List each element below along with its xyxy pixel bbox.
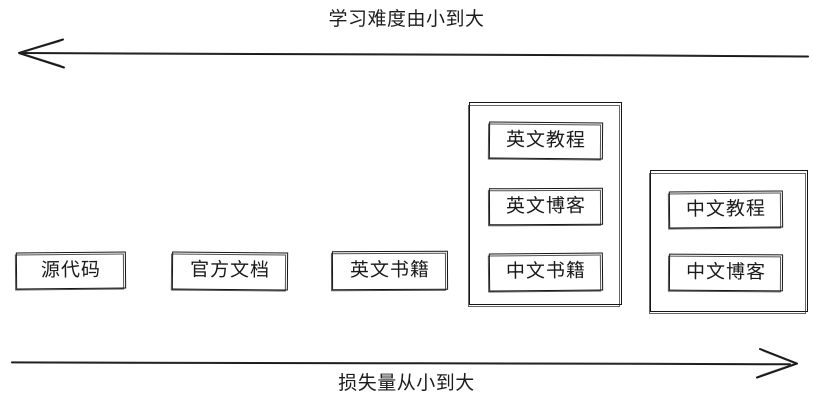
loss-axis-label: 损失量从小到大: [338, 373, 475, 394]
node-english-tutorial[interactable]: 英文教程: [488, 121, 604, 160]
node-label: 英文书籍: [349, 259, 431, 281]
node-source-code[interactable]: 源代码: [15, 251, 127, 290]
difficulty-axis-label: 学习难度由小到大: [328, 9, 485, 30]
node-english-books[interactable]: 英文书籍: [331, 250, 449, 291]
group-chinese-resources[interactable]: 中文教程 中文博客: [648, 170, 808, 314]
node-label: 官方文档: [189, 259, 271, 282]
node-label: 英文教程: [505, 129, 587, 151]
node-chinese-blog[interactable]: 中文博客: [668, 253, 784, 292]
node-label: 中文教程: [685, 198, 767, 220]
node-chinese-tutorial[interactable]: 中文教程: [668, 190, 784, 229]
node-label: 中文书籍: [505, 260, 587, 283]
node-english-blog[interactable]: 英文博客: [488, 187, 604, 226]
node-label: 源代码: [40, 259, 102, 281]
group-english-resources[interactable]: 英文教程 英文博客 中文书籍: [467, 102, 622, 307]
node-official-docs[interactable]: 官方文档: [171, 251, 289, 291]
node-label: 中文博客: [685, 261, 767, 283]
node-label: 英文博客: [505, 195, 587, 217]
node-chinese-books[interactable]: 中文书籍: [488, 252, 604, 292]
loss-axis-arrow: [11, 348, 798, 379]
difficulty-axis-arrow: [18, 38, 809, 69]
